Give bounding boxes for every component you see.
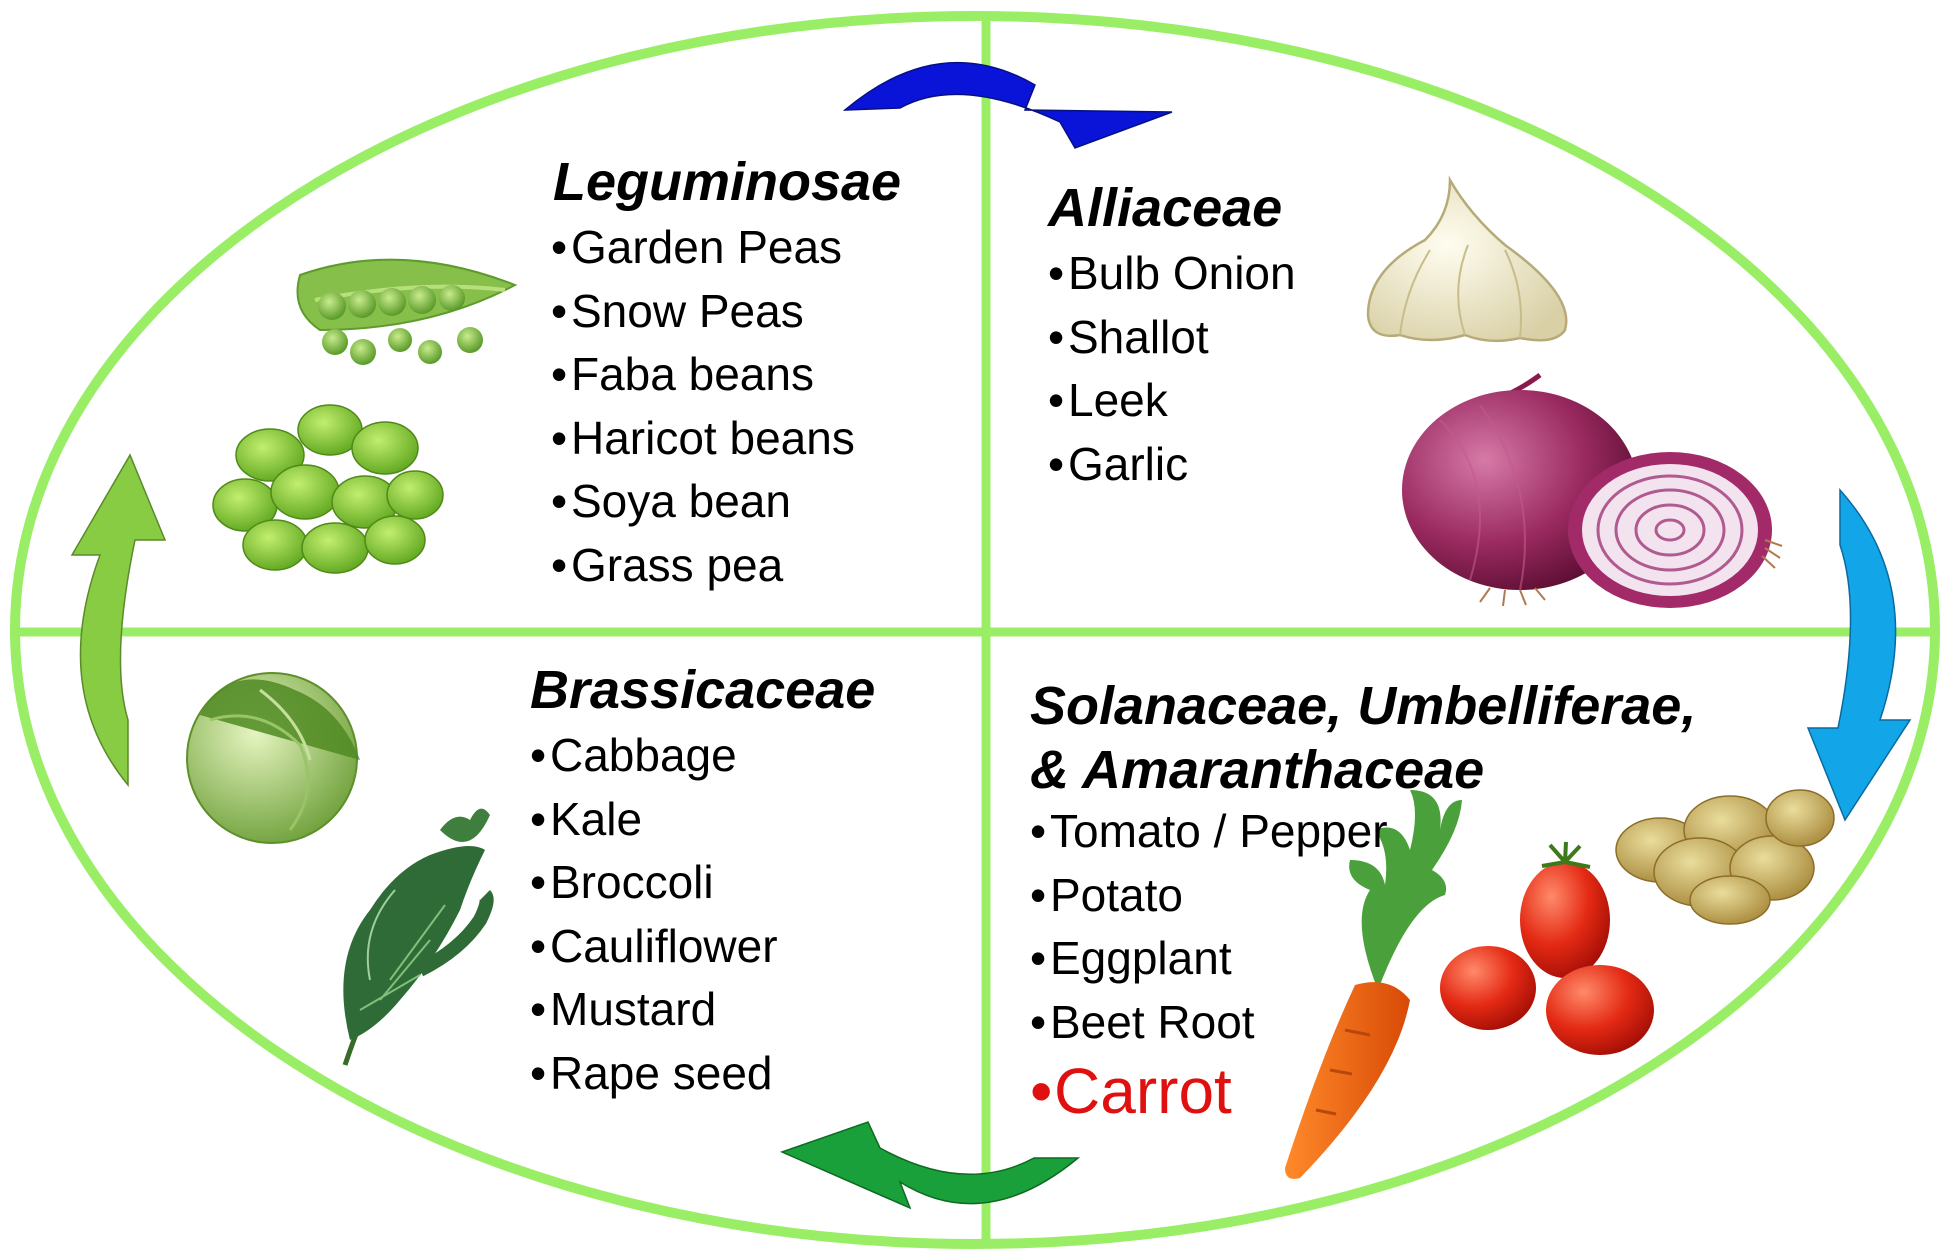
list-item: •Broccoli: [530, 851, 875, 915]
faba-beans-icon: [213, 405, 443, 573]
quadrant-title: Leguminosae: [553, 152, 901, 212]
list-item: •Potato: [1030, 864, 1696, 928]
list-item: •Kale: [530, 788, 875, 852]
kale-icon: [343, 809, 490, 1065]
list-item: •Beet Root: [1030, 991, 1696, 1055]
cabbage-icon: [187, 673, 360, 843]
quadrant-solanaceae: Solanaceae, Umbelliferae, & Amaranthacea…: [1030, 676, 1696, 1128]
list-item: •Leek: [1048, 369, 1296, 433]
crop-list: •Cabbage •Kale •Broccoli •Cauliflower •M…: [530, 724, 875, 1105]
quadrant-brassicaceae: Brassicaceae •Cabbage •Kale •Broccoli •C…: [530, 660, 875, 1105]
list-item: •Garden Peas: [551, 216, 901, 280]
crop-list: •Tomato / Pepper •Potato •Eggplant •Beet…: [1030, 800, 1696, 1128]
list-item: •Mustard: [530, 978, 875, 1042]
quadrant-title: Brassicaceae: [530, 660, 875, 720]
garden-peas-icon: [298, 260, 516, 365]
quadrant-title-line-2: & Amaranthaceae: [1030, 740, 1696, 800]
list-item: •Rape seed: [530, 1042, 875, 1106]
list-item: •Bulb Onion: [1048, 242, 1296, 306]
quadrant-title-line-1: Solanaceae, Umbelliferae,: [1030, 676, 1696, 736]
arrow-bottom-icon: [782, 1122, 1078, 1208]
list-item: •Shallot: [1048, 306, 1296, 370]
list-item-highlighted: •Carrot: [1030, 1054, 1696, 1128]
crop-list: •Garden Peas •Snow Peas •Faba beans •Har…: [551, 216, 901, 597]
arrow-left-icon: [72, 455, 165, 785]
arrow-right-icon: [1808, 490, 1910, 820]
list-item: •Haricot beans: [551, 407, 901, 471]
quadrant-alliaceae: Alliaceae •Bulb Onion •Shallot •Leek •Ga…: [1048, 178, 1296, 496]
list-item: •Soya bean: [551, 470, 901, 534]
list-item: •Cabbage: [530, 724, 875, 788]
list-item: •Garlic: [1048, 433, 1296, 497]
red-onion-icon: [1402, 375, 1782, 608]
quadrant-leguminosae: Leguminosae •Garden Peas •Snow Peas •Fab…: [553, 152, 901, 597]
list-item: •Tomato / Pepper: [1030, 800, 1696, 864]
arrow-top-icon: [845, 63, 1172, 148]
crop-list: •Bulb Onion •Shallot •Leek •Garlic: [1048, 242, 1296, 496]
list-item: •Snow Peas: [551, 280, 901, 344]
list-item: •Grass pea: [551, 534, 901, 598]
list-item: •Faba beans: [551, 343, 901, 407]
list-item: •Eggplant: [1030, 927, 1696, 991]
list-item: •Cauliflower: [530, 915, 875, 979]
quadrant-title: Alliaceae: [1048, 178, 1296, 238]
garlic-icon: [1368, 180, 1566, 341]
